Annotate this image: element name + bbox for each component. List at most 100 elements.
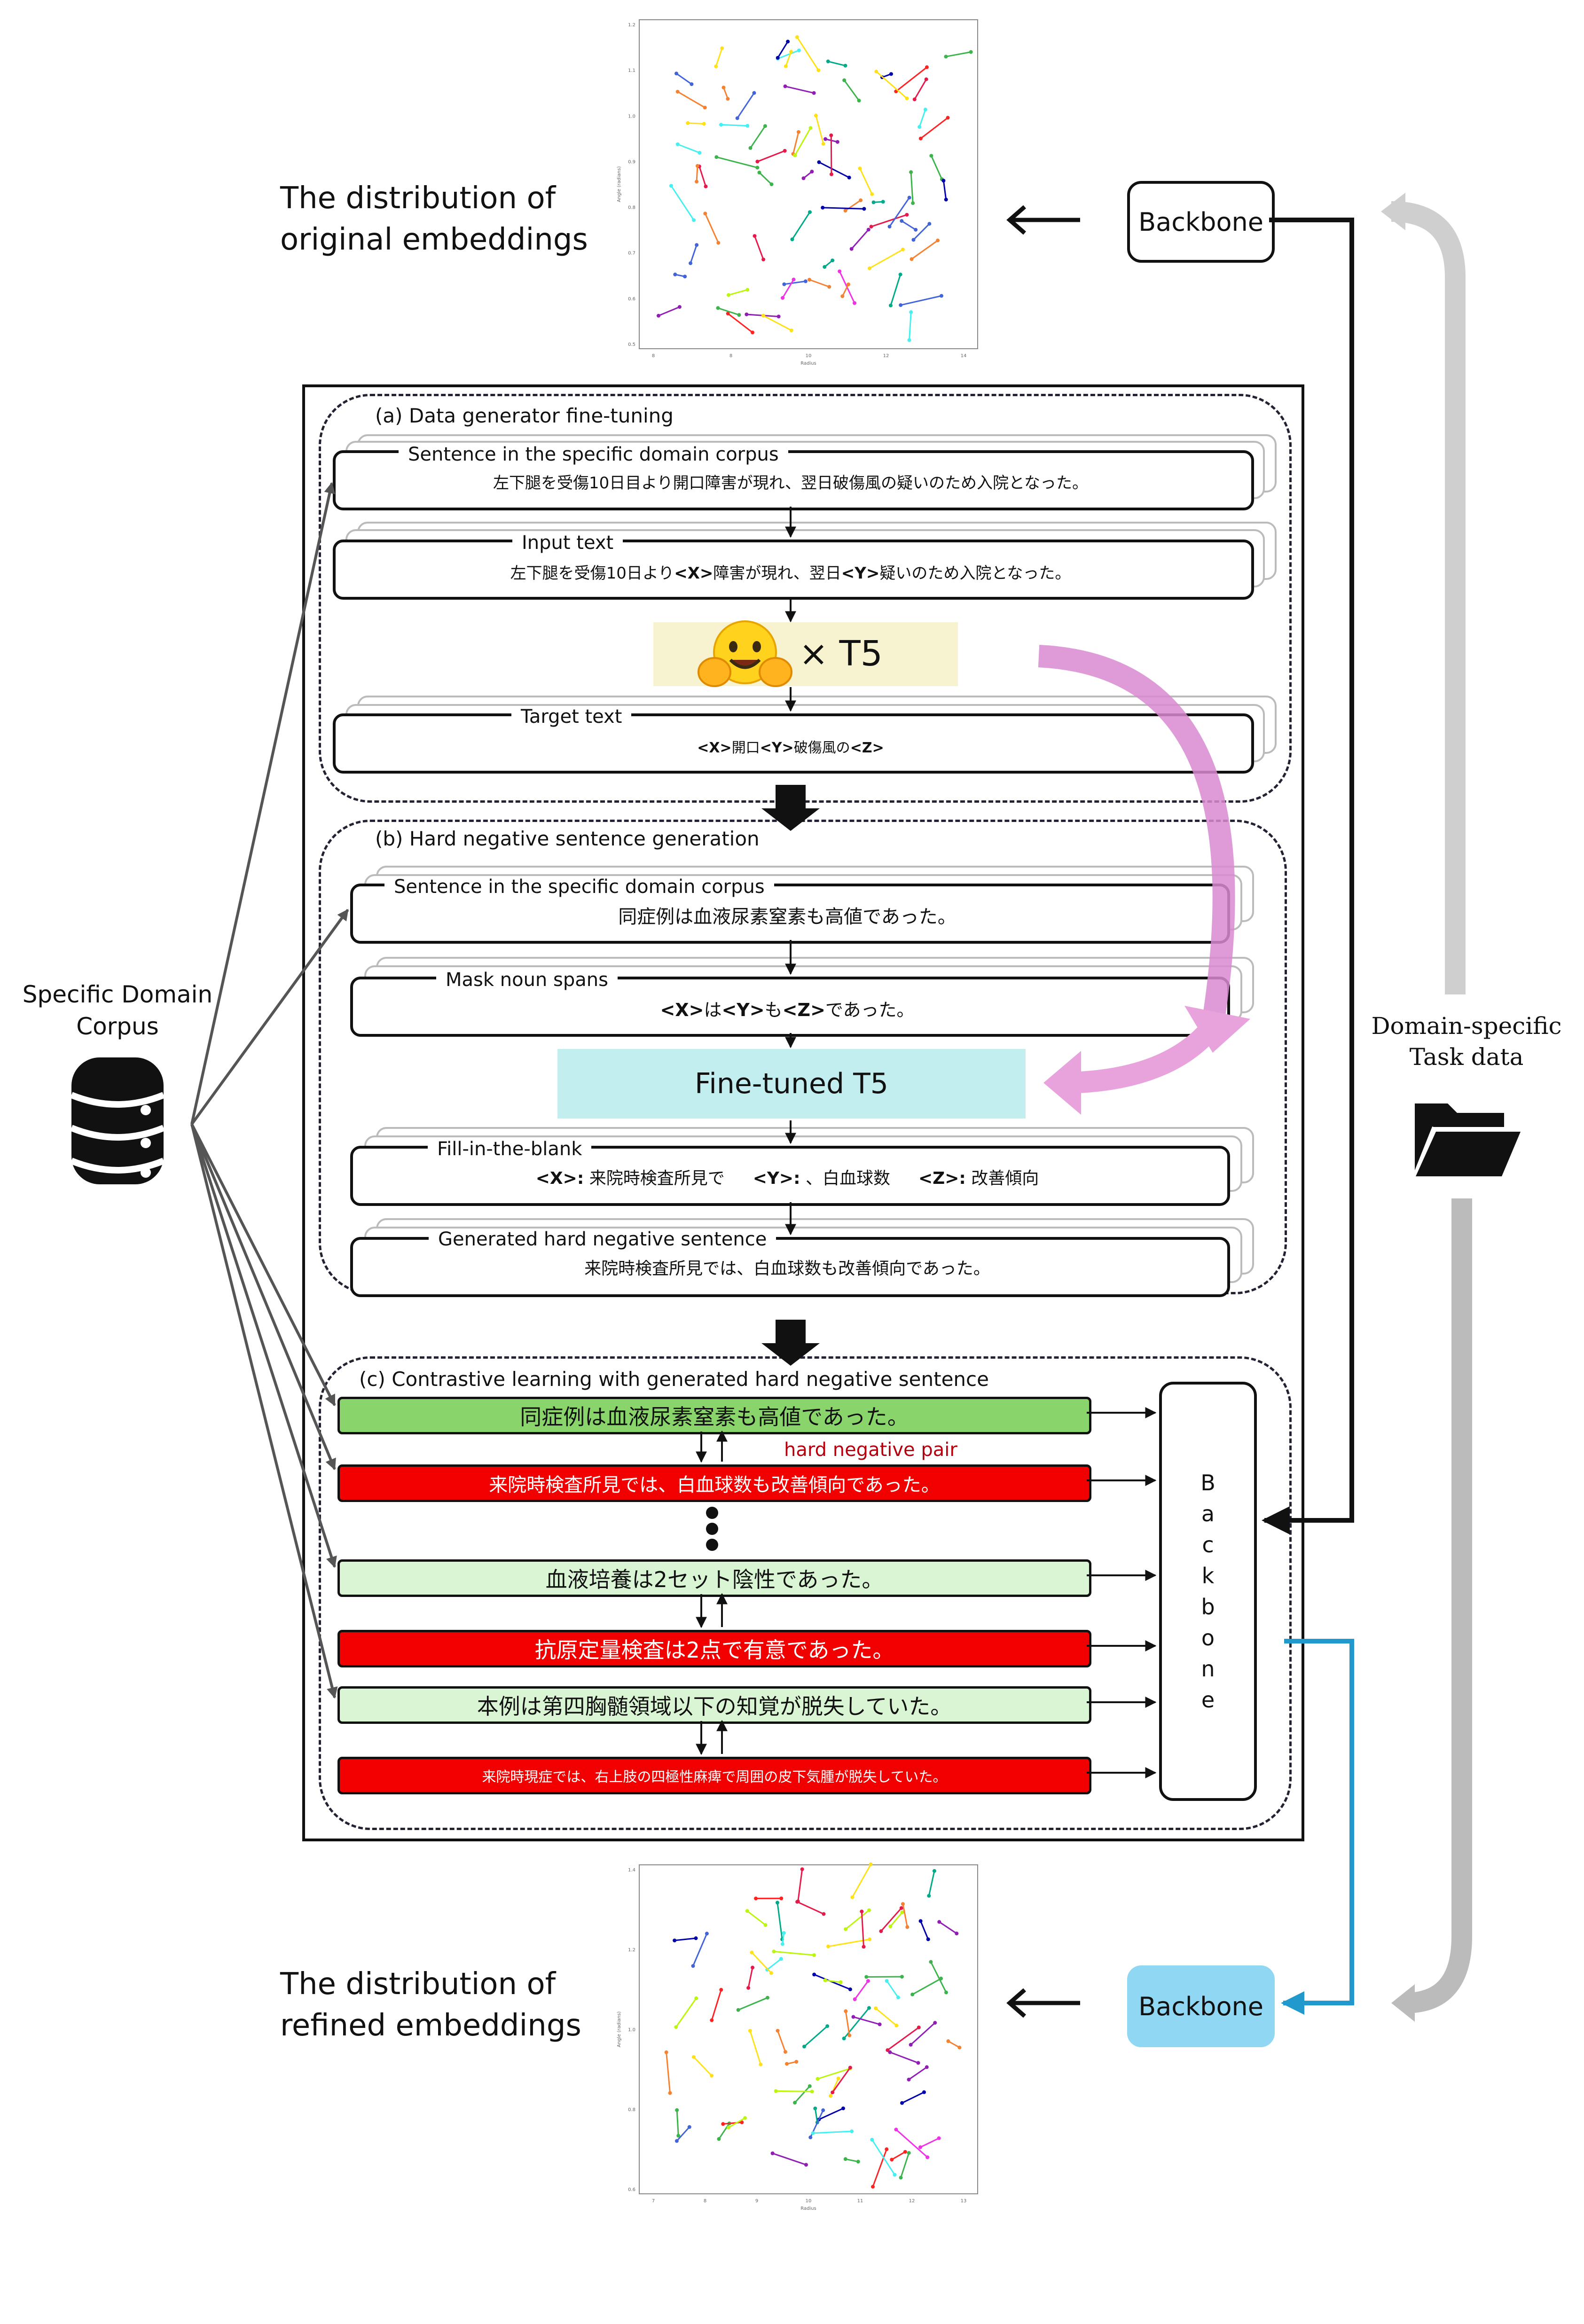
embedding-point [848, 1987, 852, 1991]
embedding-point [900, 1975, 904, 1979]
embedding-point [817, 160, 821, 164]
embedding-pair-link [728, 2117, 745, 2128]
b-mask-seg: であった。 [825, 1000, 915, 1020]
embedding-pair-link [737, 92, 755, 119]
embedding-pair-link [910, 172, 914, 203]
embedding-point [939, 294, 943, 298]
embedding-pair-link [792, 132, 800, 154]
embedding-point [842, 78, 847, 82]
y-tick-label: 0.7 [628, 251, 635, 256]
embedding-point [907, 2151, 911, 2155]
embedding-pair-link [749, 2030, 761, 2065]
a-sentence-text: 左下腿を受傷10日目より開口障害が現れ、翌日破傷風の疑いのため入院となった。 [493, 474, 1088, 493]
embedding-point [944, 197, 948, 202]
embedding-point [825, 2024, 830, 2028]
backbone-letter: n [1201, 1656, 1215, 1682]
embedding-point [694, 1996, 698, 2001]
hard-negative-pair-label: hard negative pair [784, 1439, 957, 1461]
embedding-point [751, 1965, 755, 1970]
embedding-pair-link [845, 1909, 870, 1930]
embedding-point [705, 1932, 709, 1936]
embedding-point [925, 2155, 930, 2160]
embedding-pair-link [674, 1937, 696, 1941]
embedding-pair-link [910, 2022, 936, 2045]
embedding-point [955, 1932, 959, 1936]
embedding-point [864, 1975, 869, 1979]
embedding-point [866, 1979, 870, 1983]
embedding-point [750, 1950, 754, 1955]
x-tick-label: 14 [961, 353, 967, 359]
y-tick-label: 0.6 [628, 297, 635, 302]
embedding-point [800, 1867, 804, 1871]
embedding-point [827, 285, 831, 289]
embedding-point [656, 313, 660, 318]
embedding-pair-link [946, 51, 971, 57]
embedding-pair-link [676, 2126, 690, 2142]
embedding-point [842, 2036, 846, 2041]
embedding-point [757, 171, 761, 175]
backbone-letter: k [1201, 1563, 1215, 1588]
a-input-card [333, 540, 1254, 600]
embedding-point [779, 1957, 783, 1961]
embedding-point [752, 91, 756, 95]
embedding-pair-link [928, 1870, 935, 1896]
embedding-point [808, 278, 812, 282]
embedding-pair-link [895, 66, 927, 92]
embedding-pair-link [887, 2027, 919, 2051]
embedding-pair-link [785, 51, 792, 67]
embedding-point [821, 142, 825, 146]
embedding-pair-link [920, 117, 949, 139]
embedding-point [894, 2128, 898, 2132]
embedding-point [900, 1910, 904, 1914]
embedding-point [794, 2060, 799, 2064]
embedding-point [888, 1924, 893, 1928]
embedding-pair-link [757, 150, 785, 163]
embedding-point [810, 2089, 814, 2094]
embedding-pair-link [875, 2008, 897, 2027]
embedding-pair-link [813, 2130, 852, 2134]
original-label-line-1: The distribution of [280, 181, 556, 216]
hf-t5-model-label: × T5 [799, 634, 883, 674]
c-positive-row-2: 血液培養は2セット陰性であった。 [337, 1559, 1091, 1597]
embedding-point [838, 269, 842, 274]
backbone-letter: B [1200, 1470, 1215, 1495]
embedding-point [776, 314, 781, 319]
embedding-pair-link [908, 2066, 927, 2081]
embedding-point [716, 306, 720, 310]
embedding-pair-link [823, 207, 864, 210]
embedding-point [748, 146, 753, 150]
embedding-point [691, 1964, 695, 1968]
embedding-point [936, 238, 940, 243]
embedding-point [801, 176, 806, 180]
embedding-point [910, 257, 914, 261]
embedding-pair-link [763, 315, 792, 331]
embedding-pair-link [828, 61, 846, 67]
embedding-point [857, 99, 861, 103]
embedding-pair-link [690, 244, 698, 264]
a-target-seg: 開口 [731, 740, 760, 756]
embedding-pair-link [698, 166, 706, 187]
embedding-point [674, 2025, 678, 2029]
embedding-pair-link [939, 1921, 957, 1934]
embedding-pair-link [767, 1958, 782, 1971]
task-data-line-1: Domain-specific [1371, 1012, 1562, 1040]
y-tick-label: 0.9 [628, 159, 635, 164]
arrowhead [1381, 193, 1405, 230]
embedding-pair-link [677, 143, 700, 154]
backbone-original-label: Backbone [1138, 207, 1263, 237]
task-data-arrow-bottom [1405, 1198, 1472, 2013]
b-fill-seg: 、白血球数 [800, 1169, 890, 1188]
embedding-point [925, 2065, 929, 2069]
c-positive-row-3: 本例は第四胸髄領域以下の知覚が脱失していた。 [337, 1686, 1091, 1724]
embedding-point [907, 2077, 911, 2081]
embedding-pair-link [911, 240, 938, 260]
embedding-pair-link [692, 1933, 708, 1966]
embedding-point [900, 219, 904, 223]
task-data-arrow-top [1391, 201, 1466, 994]
embedding-point [754, 1896, 758, 1901]
embedding-point [874, 2006, 878, 2011]
embedding-point [793, 2101, 797, 2105]
embedding-pair-link [727, 313, 753, 333]
embedding-pair-link [901, 220, 916, 231]
fine-tuned-t5-label: Fine-tuned T5 [695, 1067, 888, 1100]
